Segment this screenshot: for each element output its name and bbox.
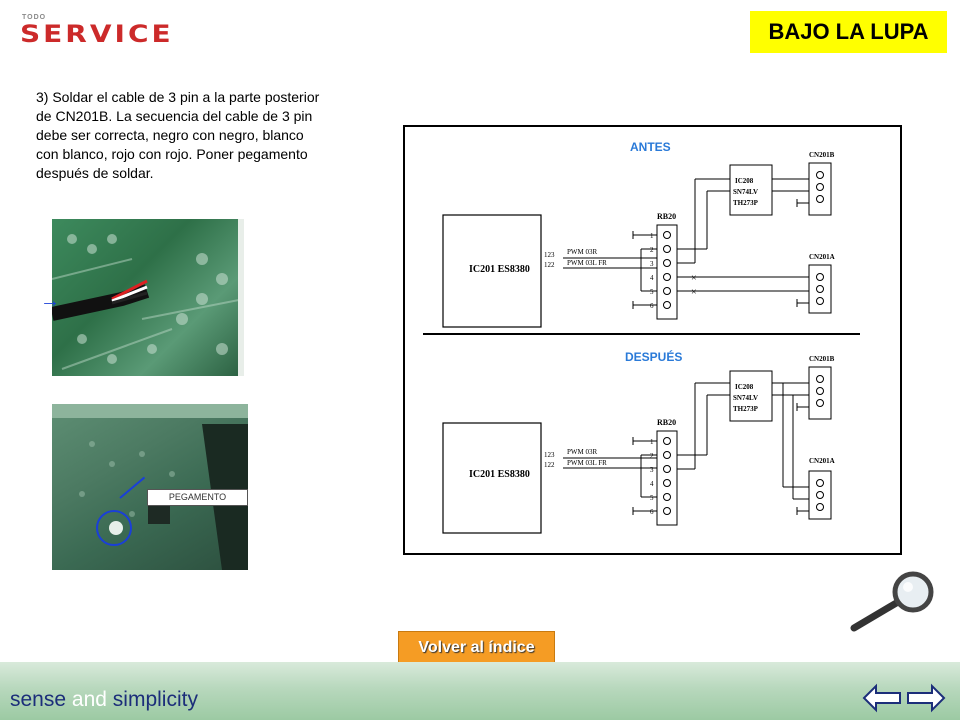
cn201a-after-box — [808, 470, 832, 520]
rb20-after-pin-2: 2 — [650, 452, 654, 460]
cn201a-before-box — [808, 264, 832, 314]
rb20-before-pin-4: 4 — [650, 274, 654, 282]
before-title: ANTES — [630, 140, 671, 154]
next-slide-button[interactable] — [906, 683, 946, 713]
cn201a-after-label: CN201A — [809, 457, 835, 465]
magnifier-icon — [848, 568, 938, 634]
tagline-sense: sense — [10, 688, 67, 711]
rb20-before-pin-1: 1 — [650, 232, 654, 240]
section-badge: BAJO LA LUPA — [750, 11, 947, 53]
cn201b-before-label: CN201B — [809, 151, 835, 159]
rb20-after-label: RB20 — [657, 418, 676, 427]
pwm-03l-after: PWM 03L FR — [567, 459, 607, 467]
back-to-index-button[interactable]: Volver al índice — [398, 631, 555, 665]
rb20-after-pin-5: 5 — [650, 494, 654, 502]
ic208-before-line-3: TH273P — [733, 199, 759, 207]
rb20-after-pin-6: 6 — [650, 508, 654, 516]
cn201b-after-label: CN201B — [809, 355, 835, 363]
pin-122-before: 122 — [544, 261, 555, 269]
pin-122-after: 122 — [544, 461, 555, 469]
pin-123-before: 123 — [544, 251, 555, 259]
ic201-after-label: IC201 ES8380 — [469, 469, 530, 480]
rb20-after-pin-4: 4 — [650, 480, 654, 488]
ic208-after-line-3: TH273P — [733, 405, 759, 413]
rb20-after-pin-3: 3 — [650, 466, 654, 474]
logo-tagline: TODO — [22, 14, 47, 21]
cn201b-before-box — [808, 162, 832, 216]
footer-tagline: sense and simplicity — [10, 688, 198, 712]
cn201a-before-label: CN201A — [809, 253, 835, 261]
rb20-before-pin-6: 6 — [650, 302, 654, 310]
rb20-after-box — [656, 430, 678, 526]
glue-highlight-circle — [96, 510, 132, 546]
footer-bar — [0, 662, 960, 720]
previous-slide-button[interactable] — [862, 683, 902, 713]
rb20-before-label: RB20 — [657, 212, 676, 221]
solder-photo — [50, 219, 245, 376]
instruction-text: 3) Soldar el cable de 3 pin a la parte p… — [36, 89, 320, 181]
pwm-03r-after: PWM 03R — [567, 448, 597, 456]
solder-photo-illustration — [50, 219, 245, 376]
pointer-arrow-icon: → — [40, 290, 60, 312]
svg-text:×: × — [691, 273, 697, 284]
schematic-diagram: ANTES IC201 ES8380 123 122 PWM 03R PWM 0… — [403, 125, 902, 555]
svg-text:×: × — [691, 287, 697, 298]
schematic-svg: ANTES IC201 ES8380 123 122 PWM 03R PWM 0… — [423, 140, 860, 534]
rb20-before-pin-5: 5 — [650, 288, 654, 296]
rb20-before-pin-3: 3 — [650, 260, 654, 268]
ic208-after-line-2: SN74LV — [733, 394, 758, 402]
ic208-before-box — [729, 164, 773, 216]
ic208-before-line-2: SN74LV — [733, 188, 758, 196]
pwm-03r-before: PWM 03R — [567, 248, 597, 256]
after-title: DESPUÉS — [625, 349, 682, 364]
rb20-before-pin-2: 2 — [650, 246, 654, 254]
pwm-03l-before: PWM 03L FR — [567, 259, 607, 267]
rb20-before-box — [656, 224, 678, 320]
tagline-simplicity: simplicity — [112, 688, 198, 711]
ic201-before-box — [442, 214, 542, 328]
arrow-right-icon — [907, 683, 946, 713]
ic201-before-label: IC201 ES8380 — [469, 264, 530, 275]
logo: SERVICE — [20, 20, 174, 49]
ic201-after-box — [442, 422, 542, 534]
glue-label: PEGAMENTO — [147, 489, 248, 506]
glue-photo — [52, 404, 248, 570]
pin-123-after: 123 — [544, 451, 555, 459]
ic208-before-line-1: IC208 — [735, 177, 754, 185]
arrow-left-icon — [862, 683, 901, 713]
cn201b-after-box — [808, 366, 832, 420]
ic208-after-box — [729, 370, 773, 422]
glue-photo-illustration — [52, 404, 248, 570]
tagline-and: and — [71, 688, 107, 711]
ic208-after-line-1: IC208 — [735, 383, 754, 391]
rb20-after-pin-1: 1 — [650, 438, 654, 446]
